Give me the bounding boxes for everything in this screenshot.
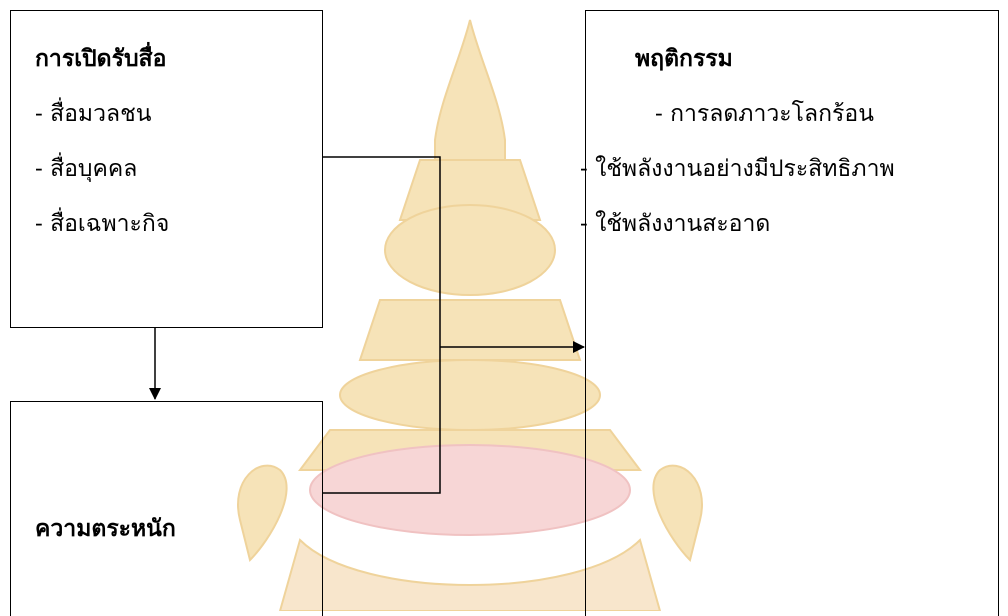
behavior-box [585, 10, 999, 616]
behavior-item: - ใช้พลังงานสะอาด [580, 211, 771, 237]
media-item: - สื่อเฉพาะกิจ [35, 211, 170, 237]
media-item: - สื่อมวลชน [35, 101, 152, 127]
awareness-title: ความตระหนัก [35, 515, 176, 542]
behavior-item: - ใช้พลังงานอย่างมีประสิทธิภาพ [580, 156, 895, 182]
awareness-box [10, 401, 323, 616]
media-item: - สื่อบุคคล [35, 156, 138, 182]
behavior-item: - การลดภาวะโลกร้อน [655, 101, 874, 127]
behavior-title: พฤติกรรม [635, 45, 733, 72]
connector-media-to-behavior [323, 156, 441, 494]
media-exposure-box [10, 10, 323, 328]
media-exposure-title: การเปิดรับสื่อ [35, 45, 167, 72]
